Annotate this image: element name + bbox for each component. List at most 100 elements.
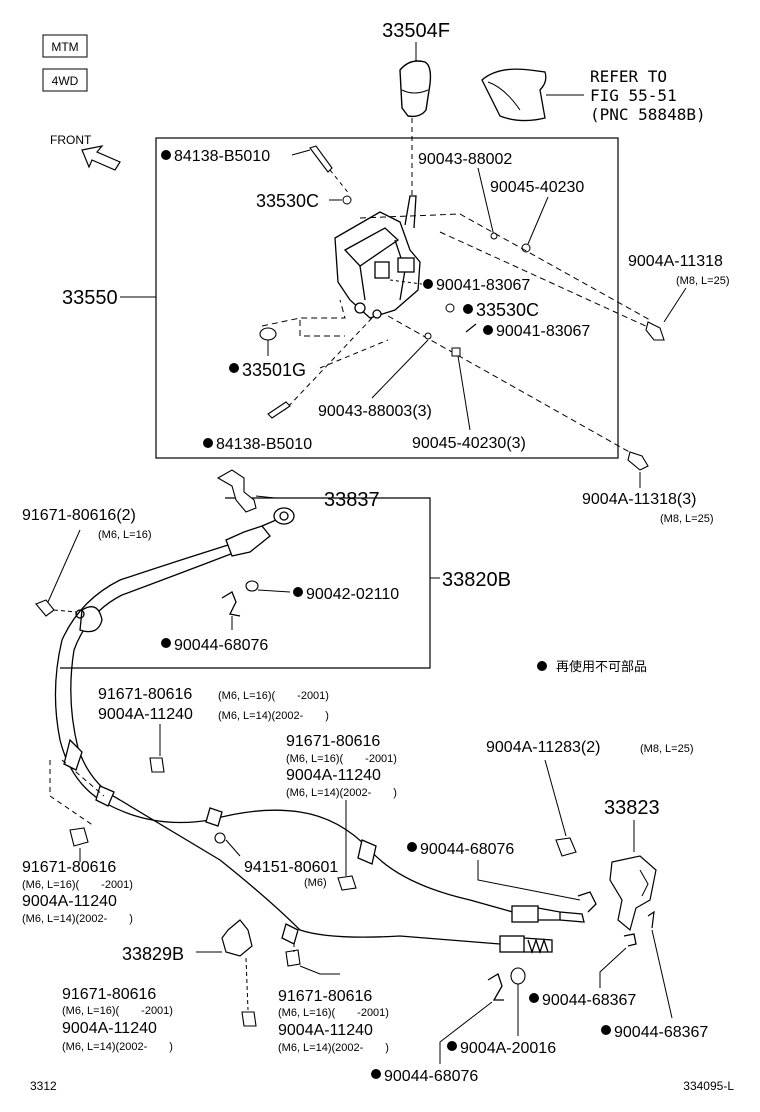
label-g1-a-sub: (M6, L=16)( -2001) — [218, 690, 329, 702]
label-g4-a: 91671-80616 — [62, 986, 156, 1003]
label-90042-02110: 90042-02110 — [306, 586, 399, 603]
label-84138-bot: 84138-B5010 — [216, 436, 312, 453]
bullet-90044-68367-a — [529, 993, 539, 1003]
label-9004A-11318-3: 9004A-11318(3) — [582, 491, 696, 508]
label-g3-b-sub: (M6, L=14)(2002- ) — [22, 913, 133, 925]
label-91671-2: 91671-80616(2) — [22, 507, 136, 524]
label-90044-68367-b: 90044-68367 — [614, 1024, 708, 1041]
box-33820B — [60, 497, 431, 669]
label-g5-b: 9004A-11240 — [278, 1022, 373, 1039]
front-label: FRONT — [50, 133, 92, 147]
label-33501G: 33501G — [242, 360, 306, 380]
legend-bullet-icon — [537, 661, 547, 671]
bullet-90041-83067-a — [423, 279, 433, 289]
label-33550: 33550 — [62, 287, 118, 309]
label-90044-68076-b: 90044-68076 — [420, 841, 514, 858]
label-g2-a-sub: (M6, L=16)( -2001) — [286, 753, 397, 765]
footer-left: 3312 — [30, 1079, 57, 1093]
label-90044-68367-a: 90044-68367 — [542, 992, 636, 1009]
label-90044-68076-a: 90044-68076 — [174, 637, 268, 654]
label-g5-b-sub: (M6, L=14)(2002- ) — [278, 1042, 389, 1054]
label-9004A-11318: 9004A-11318 — [628, 253, 723, 270]
bolt-g3 — [69, 827, 89, 847]
label-9004A-11283: 9004A-11283(2) — [486, 739, 600, 756]
label-90041-83067-b: 90041-83067 — [496, 323, 590, 340]
bullet-90044-68076-a — [161, 638, 171, 648]
label-g4-b: 9004A-11240 — [62, 1020, 157, 1037]
label-90045-40230-3: 90045-40230(3) — [412, 435, 526, 452]
bushing-33530C-a — [342, 195, 352, 205]
bolt-g4 — [241, 1011, 257, 1027]
bolt-91671-2 — [35, 599, 55, 617]
bullet-33501G — [229, 363, 239, 373]
refer-line1: REFER TO — [590, 67, 667, 86]
label-94151-sub: (M6) — [304, 877, 327, 889]
label-9004A-20016: 9004A-20016 — [460, 1040, 556, 1057]
label-9004A-11318-3-sub: (M8, L=25) — [660, 513, 714, 525]
bullet-33530C-b — [463, 304, 473, 314]
label-33530C-a: 33530C — [256, 191, 319, 211]
box-33550 — [155, 137, 619, 459]
refer-line2: FIG 55-51 — [590, 86, 677, 105]
tag-mtm-box — [42, 34, 88, 58]
label-g2-b-sub: (M6, L=14)(2002- ) — [286, 787, 397, 799]
label-9004A-11283-sub: (M8, L=25) — [640, 743, 694, 755]
label-33829B: 33829B — [122, 944, 184, 964]
label-g1-b-sub: (M6, L=14)(2002- ) — [218, 710, 329, 722]
label-g4-a-sub: (M6, L=16)( -2001) — [62, 1005, 173, 1017]
label-90043-88003: 90043-88003(3) — [318, 403, 432, 420]
label-33504F: 33504F — [382, 20, 450, 42]
label-90044-68076-c: 90044-68076 — [384, 1068, 478, 1085]
bullet-9004A-20016 — [447, 1041, 457, 1051]
tag-4wd-box — [42, 68, 88, 92]
label-33837: 33837 — [324, 489, 380, 511]
bullet-90044-68076-b — [407, 842, 417, 852]
bolt-84138-top — [309, 145, 333, 173]
label-33530C-b: 33530C — [476, 300, 539, 320]
label-g2-a: 91671-80616 — [286, 733, 380, 750]
label-g2-b: 9004A-11240 — [286, 767, 381, 784]
bullet-84138-bot — [203, 438, 213, 448]
label-94151: 94151-80601 — [244, 859, 338, 876]
tag-mtm: MTM — [51, 40, 78, 54]
bullet-90044-68367-b — [601, 1025, 611, 1035]
bullet-90042-02110 — [293, 587, 303, 597]
label-g5-a: 91671-80616 — [278, 988, 372, 1005]
label-33823: 33823 — [604, 797, 660, 819]
legend-text: 再使用不可部品 — [556, 659, 647, 674]
bolt-9004A-11318-3 — [627, 451, 649, 471]
label-g5-a-sub: (M6, L=16)( -2001) — [278, 1007, 389, 1019]
bullet-84138-top — [161, 150, 171, 160]
label-90041-83067-a: 90041-83067 — [436, 277, 530, 294]
bushing-33501G — [259, 327, 277, 341]
bracket-33823 — [609, 855, 657, 932]
shift-knob — [399, 60, 432, 118]
label-91671-2-sub: (M6, L=16) — [98, 529, 152, 541]
bolt-84138-bot — [267, 401, 291, 419]
label-g1-a: 91671-80616 — [98, 686, 192, 703]
bolt-g2 — [337, 875, 357, 891]
bolt-g5 — [285, 949, 301, 967]
shift-cable-assembly — [54, 507, 585, 955]
label-33820B: 33820B — [442, 569, 511, 591]
washer-9004A-20016 — [510, 967, 526, 985]
front-arrow-icon — [81, 145, 121, 171]
footer-right: 334095-L — [683, 1079, 734, 1093]
label-90043-88002: 90043-88002 — [418, 151, 512, 168]
shift-lever-assembly — [334, 195, 421, 319]
label-g3-a-sub: (M6, L=16)( -2001) — [22, 879, 133, 891]
clip-90044-68076-b — [577, 891, 597, 913]
bullet-90044-68076-c — [371, 1069, 381, 1079]
label-g4-b-sub: (M6, L=14)(2002- ) — [62, 1041, 173, 1053]
clip-90044-68076-a — [221, 591, 241, 617]
clip-90044-68367-a — [623, 933, 637, 947]
clip-90044-68076-c — [487, 973, 504, 1001]
label-84138-top: 84138-B5010 — [174, 148, 270, 165]
shift-boot — [481, 68, 547, 122]
label-90045-40230: 90045-40230 — [490, 179, 584, 196]
bracket-33837 — [216, 469, 257, 513]
label-9004A-11318-sub: (M8, L=25) — [676, 275, 730, 287]
label-g1-b: 9004A-11240 — [98, 706, 193, 723]
label-g3-b: 9004A-11240 — [22, 893, 117, 910]
